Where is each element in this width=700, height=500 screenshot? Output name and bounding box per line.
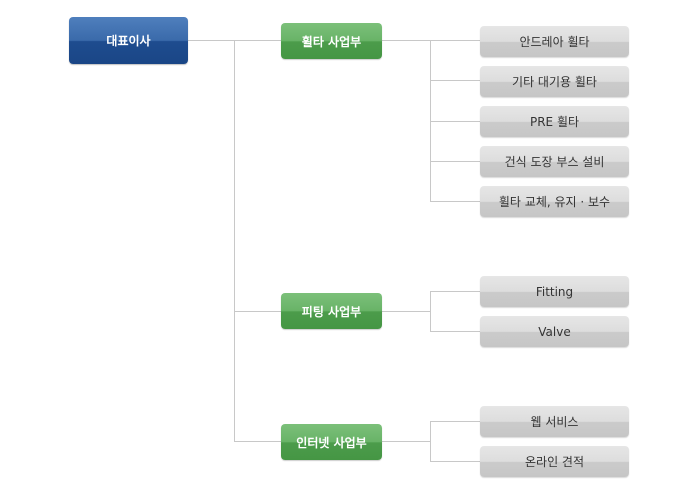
ceo-label: 대표이사 (106, 34, 151, 48)
item-label: 기타 대기용 휠타 (512, 75, 597, 89)
ceo-box: 대표이사 (69, 17, 188, 64)
item-box: 온라인 견적 (480, 446, 629, 477)
division-box-filter: 휠타 사업부 (281, 23, 382, 59)
item-box: 휠타 교체, 유지 · 보수 (480, 186, 629, 217)
division-label: 피팅 사업부 (301, 304, 362, 319)
item-box: 기타 대기용 휠타 (480, 66, 629, 97)
item-label: 웹 서비스 (530, 415, 579, 429)
item-label: Valve (538, 324, 571, 339)
division-box-fitting: 피팅 사업부 (281, 293, 382, 329)
division-label: 휠타 사업부 (301, 34, 362, 49)
division-label: 인터넷 사업부 (296, 435, 367, 450)
item-label: PRE 휠타 (529, 115, 580, 129)
item-label: 건식 도장 부스 설비 (504, 155, 605, 169)
division-box-internet: 인터넷 사업부 (281, 424, 382, 460)
item-box: 안드레아 휠타 (480, 26, 629, 57)
item-box: 웹 서비스 (480, 406, 629, 437)
item-label: 휠타 교체, 유지 · 보수 (498, 195, 611, 209)
item-label: 온라인 견적 (524, 455, 584, 469)
item-label: 안드레아 휠타 (519, 35, 590, 49)
item-label: Fitting (535, 284, 574, 299)
item-box: PRE 휠타 (480, 106, 629, 137)
item-box: 건식 도장 부스 설비 (480, 146, 629, 177)
item-box: Fitting (480, 276, 629, 307)
item-box: Valve (480, 316, 629, 347)
